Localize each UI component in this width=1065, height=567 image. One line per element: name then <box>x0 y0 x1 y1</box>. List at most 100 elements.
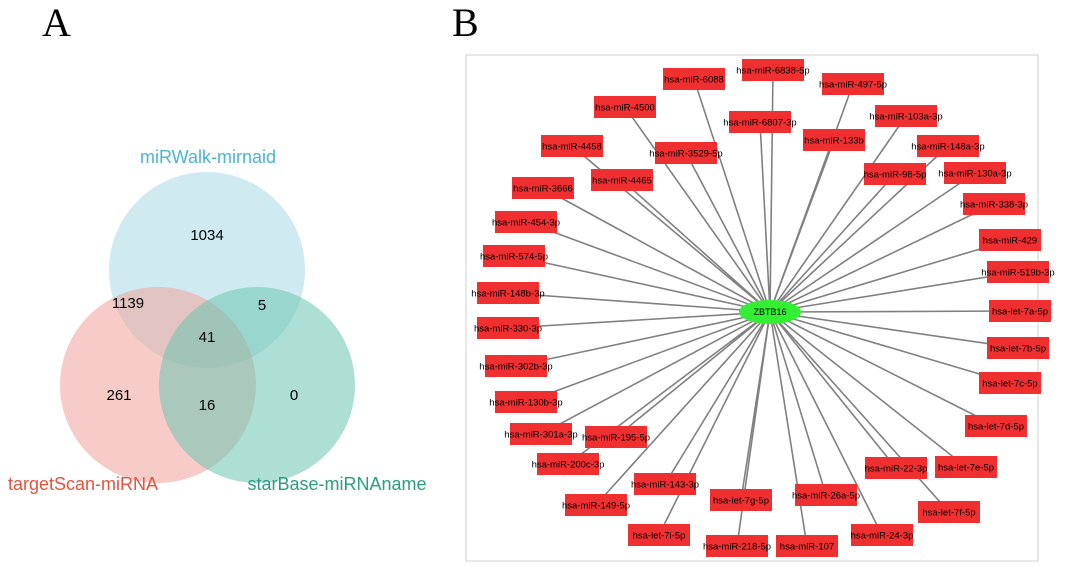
mirna-node-box <box>706 535 768 557</box>
edge-hsa-miR-338-3p <box>769 203 995 313</box>
mirna-node-box <box>917 135 979 157</box>
edge-hsa-miR-3666 <box>542 187 771 313</box>
mirna-node-box <box>512 177 574 199</box>
mirna-node-box <box>979 372 1041 394</box>
mirna-node-label: hsa-miR-6088 <box>664 75 724 86</box>
mirna-node-box <box>477 282 539 304</box>
mirna-node-box <box>594 96 656 118</box>
mirna-node: hsa-miR-330-3p <box>474 317 542 339</box>
mirna-node-box <box>989 300 1051 322</box>
mirna-node: hsa-miR-6838-5p <box>736 59 810 81</box>
mirna-node: hsa-miR-338-3p <box>960 193 1028 215</box>
mirna-node-label: hsa-let-7i-5p <box>633 531 686 542</box>
venn-count-targetscan-starbase: 16 <box>199 397 216 414</box>
mirna-node: hsa-miR-429 <box>979 229 1041 251</box>
mirna-node-box <box>965 415 1027 437</box>
edge-hsa-miR-103a-3p <box>769 115 907 313</box>
mirna-node-label: hsa-miR-143-3p <box>631 480 699 491</box>
mirna-node-label: hsa-miR-200c-3p <box>532 460 605 471</box>
edge-hsa-miR-24-3p <box>769 311 883 536</box>
mirna-node-label: hsa-miR-24-3p <box>851 531 914 542</box>
edge-hsa-miR-429 <box>769 239 1011 313</box>
mirna-node-label: hsa-miR-130a-3p <box>938 169 1011 180</box>
mirna-node-label: hsa-miR-149-5p <box>562 501 630 512</box>
mirna-node: hsa-miR-4458 <box>541 135 603 157</box>
mirna-node-label: hsa-miR-148b-3p <box>471 289 544 300</box>
mirna-node-label: hsa-let-7a-5p <box>992 307 1048 318</box>
edge-hsa-miR-107 <box>769 311 808 547</box>
venn-count-starbase-only: 0 <box>290 387 298 404</box>
network-edges <box>507 69 1021 547</box>
edge-hsa-let-7a-5p <box>769 310 1021 313</box>
edge-hsa-miR-26a-5p <box>769 311 827 496</box>
edge-hsa-let-7d-5p <box>769 311 997 427</box>
mirna-node: hsa-let-7c-5p <box>979 372 1041 394</box>
mirna-node: hsa-miR-301a-3p <box>504 423 578 445</box>
mirna-node-box <box>634 473 696 495</box>
mirna-node: hsa-miR-200c-3p <box>532 453 605 475</box>
edge-hsa-miR-301a-3p <box>540 311 771 435</box>
mirna-node-label: hsa-miR-103a-3p <box>869 112 942 123</box>
edge-hsa-miR-149-5p <box>595 311 771 506</box>
mirna-node-label: hsa-miR-338-3p <box>960 200 1028 211</box>
mirna-node-label: hsa-miR-6838-5p <box>736 66 809 77</box>
venn-label-starbase: starBase-miRNAname <box>247 474 426 494</box>
mirna-node-label: hsa-miR-574-5p <box>480 252 548 263</box>
mirna-node: hsa-miR-302b-3p <box>479 355 553 377</box>
edge-hsa-miR-195-5p <box>615 311 771 438</box>
mirna-node-label: hsa-miR-22-3p <box>865 464 928 475</box>
mirna-node-label: hsa-miR-130b-3p <box>489 398 562 409</box>
mirna-node: hsa-miR-130a-3p <box>938 162 1012 184</box>
mirna-node: hsa-miR-4465 <box>591 169 653 191</box>
mirna-node-box <box>963 193 1025 215</box>
edge-hsa-let-7c-5p <box>769 311 1011 384</box>
mirna-node-label: hsa-let-7b-5p <box>990 344 1046 355</box>
edge-hsa-let-7b-5p <box>769 311 1019 349</box>
mirna-node-label: hsa-miR-133b <box>804 136 864 147</box>
mirna-node-label: hsa-miR-26a-5p <box>792 491 860 502</box>
mirna-node-label: hsa-let-7c-5p <box>982 379 1037 390</box>
edge-hsa-miR-330-3p <box>507 311 771 329</box>
mirna-node-label: hsa-let-7f-5p <box>922 508 975 519</box>
edge-hsa-miR-302b-3p <box>515 311 771 367</box>
mirna-node-label: hsa-miR-4458 <box>542 142 602 153</box>
edge-hsa-miR-6807-3p <box>759 121 771 313</box>
venn-panel: A miRWalk-mirnaid targetScan-miRNA starB… <box>8 0 427 494</box>
mirna-node-box <box>585 426 647 448</box>
edge-hsa-miR-6088 <box>693 78 771 313</box>
mirna-node: hsa-miR-454-3p <box>492 211 560 233</box>
edge-hsa-miR-98-5p <box>769 173 896 313</box>
venn-count-mirwalk-targetscan: 1139 <box>112 295 144 312</box>
mirna-node-label: hsa-miR-4465 <box>592 176 652 187</box>
mirna-node: hsa-miR-148a-3p <box>911 135 985 157</box>
mirna-node: hsa-let-7d-5p <box>965 415 1027 437</box>
mirna-node-label: hsa-miR-195-5p <box>582 433 650 444</box>
mirna-node-box <box>979 229 1041 251</box>
edge-hsa-miR-454-3p <box>525 221 771 313</box>
mirna-node-box <box>918 501 980 523</box>
mirna-node-box <box>537 453 599 475</box>
mirna-node-label: hsa-let-7g-5p <box>713 496 769 507</box>
mirna-node-box <box>591 169 653 191</box>
mirna-node-label: hsa-miR-301a-3p <box>504 430 577 441</box>
edge-hsa-miR-519b-3p <box>769 271 1019 313</box>
mirna-node-label: hsa-let-7d-5p <box>968 422 1024 433</box>
mirna-node-box <box>864 163 926 185</box>
mirna-node-label: hsa-miR-330-3p <box>474 324 542 335</box>
edge-hsa-let-7e-5p <box>769 311 967 468</box>
mirna-node-box <box>865 457 927 479</box>
mirna-node: hsa-miR-195-5p <box>582 426 650 448</box>
mirna-node: hsa-let-7g-5p <box>710 489 772 511</box>
mirna-node-box <box>987 261 1049 283</box>
mirna-node: hsa-miR-3529-5p <box>649 142 723 164</box>
mirna-node: hsa-let-7i-5p <box>628 524 690 546</box>
mirna-node: hsa-miR-4500 <box>594 96 656 118</box>
hub-label: ZBTB16 <box>753 307 786 317</box>
venn-count-mirwalk-only: 1034 <box>190 227 223 244</box>
mirna-node-box <box>710 489 772 511</box>
mirna-node-label: hsa-miR-429 <box>983 236 1037 247</box>
mirna-node: hsa-let-7b-5p <box>987 337 1049 359</box>
mirna-node-box <box>541 135 603 157</box>
venn-circle-starbase <box>159 287 355 483</box>
mirna-node-box <box>565 494 627 516</box>
